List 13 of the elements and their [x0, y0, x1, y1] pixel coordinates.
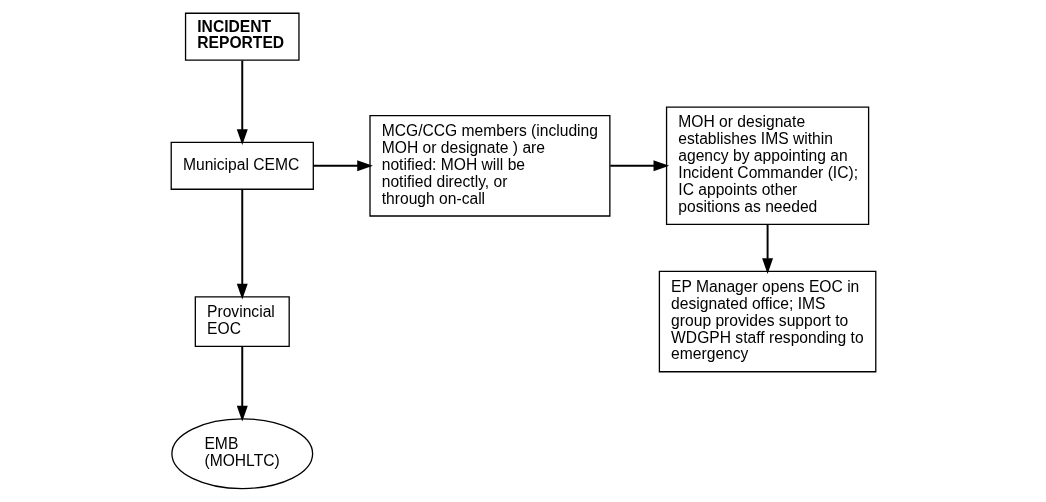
arrow — [236, 59, 248, 146]
arrow — [311, 160, 373, 172]
node-box: MCG/CCG members (including MOH or designate ) are notified: MOH will be notified directly, or through on-call — [368, 114, 610, 217]
arrow — [236, 345, 248, 422]
node-box: Municipal CEMC — [170, 141, 314, 190]
node-ellipse: EMB (MOHLTC) — [170, 418, 313, 490]
node-box: MOH or designate establishes IMS within agency by appointing an Incident Commander (IC); IC appoints other positions as needed — [665, 106, 869, 226]
node-box: INCIDENT REPORTED — [184, 12, 300, 61]
node-box: Provincial EOC — [194, 296, 290, 347]
arrow — [608, 160, 669, 172]
node-box: EP Manager opens EOC in designated office; IMS group provides support to WDGPH staff responding to emergency — [658, 270, 876, 373]
arrow — [236, 188, 248, 300]
arrow — [761, 223, 773, 274]
